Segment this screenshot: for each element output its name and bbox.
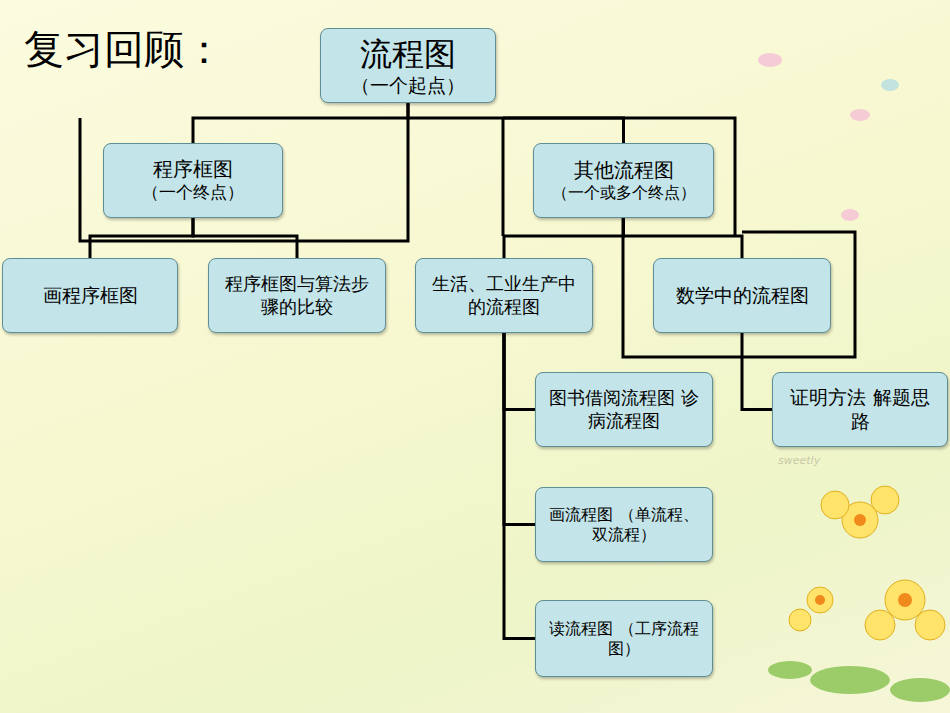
flow-box: 程序框图（一个终点） [103, 143, 283, 218]
box-text: （一个起点） [351, 74, 465, 98]
flow-box: 程序框图与算法步骤的比较 [208, 258, 386, 333]
connector-line [504, 333, 535, 410]
box-text: 流程图 [360, 34, 456, 74]
connector-line [408, 103, 624, 143]
box-text: 图书借阅流程图 诊病流程图 [544, 387, 704, 432]
flower-decoration [758, 53, 950, 702]
box-text: 其他流程图 [574, 158, 674, 183]
box-text: 读流程图 （工序流程图） [544, 619, 704, 659]
connector-line [504, 218, 624, 258]
connector-line [90, 218, 193, 258]
flow-box: 数学中的流程图 [653, 258, 831, 333]
box-text: 生活、工业生产中的流程图 [424, 273, 584, 318]
connector-line [504, 333, 535, 639]
box-text: 程序框图 [153, 157, 233, 182]
connector-line [504, 333, 535, 525]
connector-line [624, 218, 743, 258]
flow-box: 生活、工业生产中的流程图 [415, 258, 593, 333]
box-text: 数学中的流程图 [676, 284, 809, 308]
box-text: 程序框图与算法步骤的比较 [217, 273, 377, 318]
connector-line [193, 103, 408, 143]
connector-line [742, 333, 772, 410]
flow-box: 画程序框图 [2, 258, 178, 333]
box-text: 画程序框图 [43, 284, 138, 308]
box-text: 画流程图 （单流程、双流程） [544, 505, 704, 545]
box-text: （一个终点） [142, 182, 244, 203]
flow-box: 其他流程图（一个或多个终点） [533, 143, 714, 218]
flow-box: 画流程图 （单流程、双流程） [535, 487, 713, 562]
bracket-lines [80, 118, 855, 357]
flow-box: 读流程图 （工序流程图） [535, 600, 713, 677]
connector-line [193, 218, 297, 258]
slide-title: 复习回顾： [24, 22, 224, 77]
flow-box: 流程图（一个起点） [320, 28, 496, 103]
flow-box: 证明方法 解题思路 [772, 372, 948, 447]
box-text: 证明方法 解题思路 [781, 386, 939, 434]
box-text: （一个或多个终点） [552, 183, 696, 203]
watermark: sweetly [778, 454, 820, 467]
flow-box: 图书借阅流程图 诊病流程图 [535, 372, 713, 447]
